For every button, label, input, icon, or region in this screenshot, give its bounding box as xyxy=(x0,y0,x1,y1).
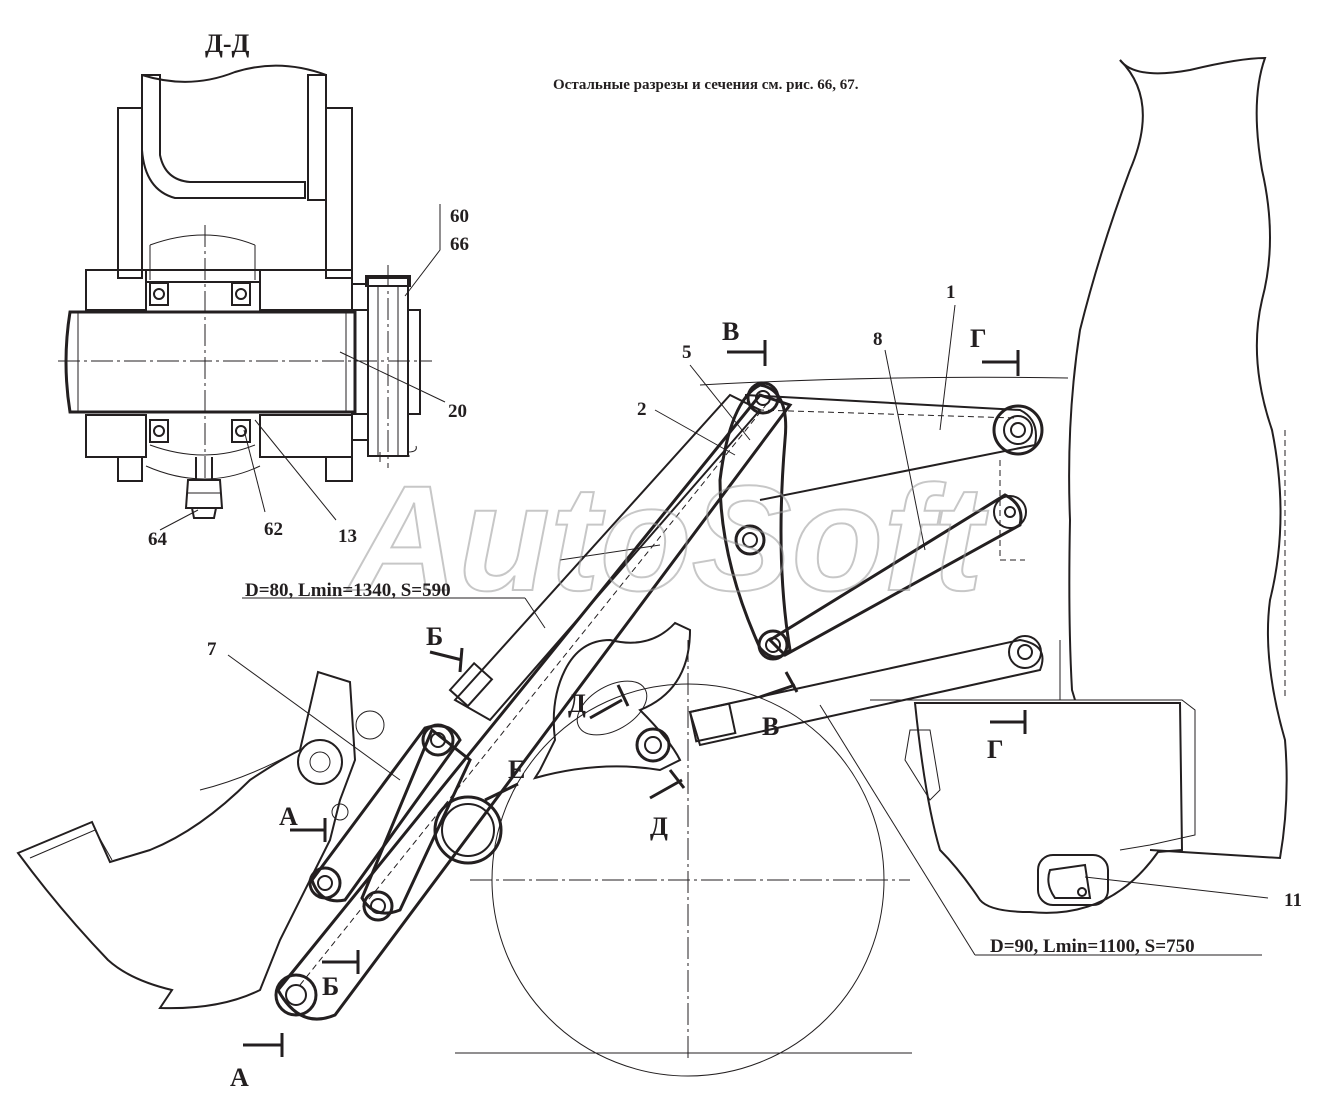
section-mark-g-bottom: Г xyxy=(987,735,1004,764)
pins xyxy=(274,381,1044,1017)
bushing-arc-bottom xyxy=(149,444,256,456)
tube-left-wall xyxy=(141,74,306,199)
section-mark-g-top: Г xyxy=(970,324,987,353)
section-arrows xyxy=(243,340,1027,1057)
section-mark-a-bottom: А xyxy=(230,1063,249,1092)
hub-lower-right xyxy=(259,414,353,458)
tilt-cylinder-upper xyxy=(453,393,762,722)
part-label-64: 64 xyxy=(148,529,168,550)
frame-mid xyxy=(1060,699,1196,851)
seal-lower-left xyxy=(149,419,169,443)
part-label-66: 66 xyxy=(450,234,469,255)
section-mark-v-top: В xyxy=(722,317,739,346)
hub-upper-left xyxy=(85,269,147,311)
frame-top-line xyxy=(699,376,1069,386)
cylinder-spec-lower: D=90, Lmin=1100, S=750 xyxy=(990,936,1195,957)
lock-plate-top xyxy=(351,283,369,311)
section-mark-v-bottom: В xyxy=(762,712,779,741)
pipe-cross-section xyxy=(433,795,503,865)
cylinder-spec-upper: D=80, Lmin=1340, S=590 xyxy=(245,580,451,601)
seal-upper-left xyxy=(149,282,169,306)
drawing-note: Остальные разрезы и сечения см. рис. 66,… xyxy=(553,77,859,93)
part-label-13: 13 xyxy=(338,526,357,547)
section-mark-b-top: Б xyxy=(426,622,443,651)
bell-crank xyxy=(532,621,692,780)
hub-lower-left xyxy=(85,414,147,458)
shaft-20 xyxy=(64,310,357,414)
hub-upper-mid xyxy=(145,269,261,283)
section-d-d-view xyxy=(58,64,446,531)
section-mark-e: Е xyxy=(508,755,525,784)
hub-upper-right xyxy=(259,269,353,311)
side-plate-right-low xyxy=(325,456,353,482)
side-plate-left xyxy=(117,107,143,279)
cab-front-contour xyxy=(1068,59,1144,701)
bushing-arc-top xyxy=(149,234,256,246)
grease-nipple-64 xyxy=(184,457,224,519)
side-plate-left-low xyxy=(117,456,143,482)
section-mark-b-bottom: Б xyxy=(322,972,339,1001)
section-title: Д-Д xyxy=(205,29,250,58)
watermark: AutoSoft xyxy=(346,454,989,622)
section-mark-d-top: Д xyxy=(568,689,586,718)
section-mark-d-bottom: Д xyxy=(650,812,668,841)
section-mark-a-top: А xyxy=(279,802,298,831)
cab-rear-contour xyxy=(1119,56,1288,860)
side-panel xyxy=(913,702,1184,914)
seal-lower-right xyxy=(231,419,251,443)
bucket-pin xyxy=(297,739,343,785)
tube-right-wall xyxy=(307,74,327,201)
side-plate-right xyxy=(325,107,353,279)
boom-arm xyxy=(276,393,793,1021)
part-label-5: 5 xyxy=(682,342,692,363)
lock-plate-bottom xyxy=(351,413,369,441)
bucket-contour xyxy=(16,670,357,1010)
part-label-20: 20 xyxy=(448,401,467,422)
part-label-60: 60 xyxy=(450,206,469,227)
part-label-2: 2 xyxy=(637,399,647,420)
part-label-1: 1 xyxy=(946,282,956,303)
link-5 xyxy=(718,383,792,659)
loader-view xyxy=(16,56,1288,1077)
tube-top-break xyxy=(141,64,327,83)
frame-step xyxy=(870,640,1061,701)
part-label-7: 7 xyxy=(207,639,217,660)
part-label-8: 8 xyxy=(873,329,883,350)
lock-plate-hatch xyxy=(407,309,421,415)
part-label-11: 11 xyxy=(1284,890,1302,911)
lift-cylinder-lower xyxy=(688,638,1044,747)
seal-upper-right xyxy=(231,282,251,306)
part-label-62: 62 xyxy=(264,519,283,540)
